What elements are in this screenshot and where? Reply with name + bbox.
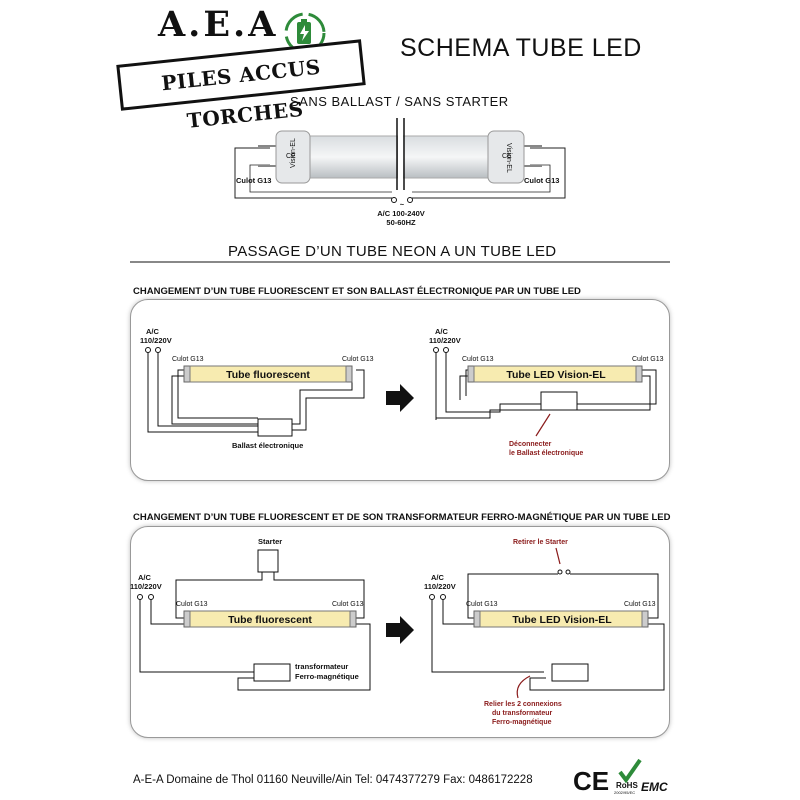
- rohs-label: RoHS: [616, 781, 638, 790]
- brand-label-left: Vision-EL: [290, 138, 297, 168]
- ac-voltage: A/C 100-240V: [377, 209, 425, 218]
- p1-tube-fluorescent-label: Tube fluorescent: [226, 369, 310, 381]
- p2-arrow-icon: [386, 616, 414, 644]
- led-tube-diagram: ~ A/C 100-240V 50-60HZ Culot G13 Culot G…: [234, 118, 566, 227]
- p1-ballast-label: Ballast électronique: [232, 441, 303, 450]
- panel2-heading: CHANGEMENT D’UN TUBE FLUORESCENT ET DE S…: [133, 512, 671, 523]
- p2-tube-fluorescent-label: Tube fluorescent: [228, 614, 312, 626]
- ac-frequency: 50-60HZ: [386, 218, 416, 227]
- section-divider: [130, 261, 670, 263]
- ce-mark-left: CE: [286, 153, 296, 160]
- p2-ac-voltage-right: 110/220V: [424, 582, 456, 591]
- p2-cap-left-b: Culot G13: [466, 601, 498, 608]
- p1-cap-right-b: Culot G13: [632, 356, 664, 363]
- p2-note-line1: Relier les 2 connexions: [484, 701, 562, 708]
- rohs-sub-label: 2002/95/EC: [614, 790, 635, 795]
- logo-title: A.E.A: [158, 4, 279, 45]
- cap-right-label: Culot G13: [524, 176, 559, 185]
- p2-transfo-line1: transformateur: [295, 662, 348, 671]
- rohs-check-icon: [618, 758, 642, 784]
- recycle-battery-icon: [284, 12, 326, 54]
- p2-note-line2: du transformateur: [492, 710, 553, 717]
- ac-symbol: ~: [400, 200, 405, 209]
- p2-remove-starter-label: Retirer le Starter: [513, 539, 568, 546]
- footer-address: A-E-A Domaine de Thol 01160 Neuville/Ain…: [133, 774, 533, 786]
- cap-left-label: Culot G13: [236, 176, 271, 185]
- page-subtitle: SANS BALLAST / SANS STARTER: [290, 94, 509, 109]
- panel1: [130, 299, 670, 481]
- p2-ac-voltage-left: 110/220V: [130, 582, 162, 591]
- p2-cap-left-a: Culot G13: [176, 601, 208, 608]
- panel1-heading: CHANGEMENT D’UN TUBE FLUORESCENT ET SON …: [133, 286, 581, 297]
- emc-label: EMC: [641, 780, 668, 794]
- p1-cap-left-b: Culot G13: [462, 356, 494, 363]
- brand-label-right: Vision-EL: [505, 143, 512, 173]
- p1-ac-voltage-right: 110/220V: [429, 336, 461, 345]
- svg-text:Tube LED Vision-EL: Tube LED Vision-EL: [512, 614, 612, 626]
- p2-note-line3: Ferro-magnétique: [492, 719, 552, 726]
- svg-text:Tube LED Vision-EL: Tube LED Vision-EL: [506, 369, 606, 381]
- p2-transfo-line2: Ferro-magnétique: [295, 672, 359, 681]
- p2-starter-label: Starter: [258, 537, 282, 546]
- p2-cap-right-a: Culot G13: [332, 601, 364, 608]
- p1-ac-label-right: A/C: [435, 327, 449, 336]
- p1-note-line2: le Ballast électronique: [509, 450, 583, 457]
- p1-ac-label-left: A/C: [146, 327, 160, 336]
- p1-note-line1: Déconnecter: [509, 441, 552, 448]
- p2-cap-right-b: Culot G13: [624, 601, 656, 608]
- section-heading: PASSAGE D’UN TUBE NEON A UN TUBE LED: [228, 243, 557, 260]
- p1-tube-led-brand: Vision-EL: [557, 369, 606, 381]
- ce-mark-right: CE: [502, 153, 512, 160]
- p2-ac-label-left: A/C: [138, 573, 152, 582]
- p2-tube-led-brand: Vision-EL: [563, 614, 612, 626]
- p2-ac-label-right: A/C: [431, 573, 445, 582]
- ce-mark-icon: CE: [573, 766, 609, 796]
- p1-arrow-icon: [386, 384, 414, 412]
- p2-tube-led-prefix: Tube LED: [512, 614, 563, 626]
- p1-cap-right-a: Culot G13: [342, 356, 374, 363]
- p1-tube-led-prefix: Tube LED: [506, 369, 557, 381]
- p1-cap-left-a: Culot G13: [172, 356, 204, 363]
- page-title: SCHEMA TUBE LED: [400, 34, 642, 62]
- p1-ac-voltage-left: 110/220V: [140, 336, 172, 345]
